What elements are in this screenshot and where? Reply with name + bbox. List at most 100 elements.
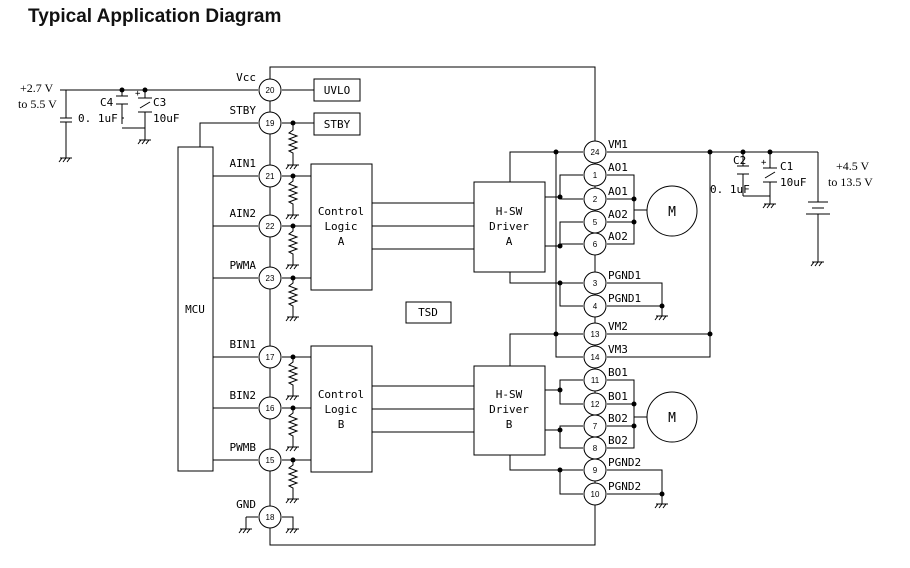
c3-value: 10uF (153, 112, 180, 125)
pin-label: STBY (230, 104, 257, 117)
c4-value: 0. 1uF (78, 112, 118, 125)
pin-circle (583, 368, 607, 392)
tsd-label: TSD (418, 306, 438, 319)
pin-circle (258, 448, 282, 472)
pin-number: 1 (593, 171, 598, 180)
pin-number: 13 (591, 330, 600, 339)
pin-label: VM2 (608, 320, 628, 333)
c4-label: C4 (100, 96, 114, 109)
pin-number: 8 (593, 444, 598, 453)
logic-a-line1: Control (318, 205, 364, 218)
pin-label: BIN1 (230, 338, 257, 351)
stby-block-label: STBY (324, 118, 351, 131)
pin-circle (258, 505, 282, 529)
pin-label: PGND1 (608, 292, 641, 305)
page-title: Typical Application Diagram (28, 6, 282, 27)
pin-circle (258, 214, 282, 238)
pin-label: PGND2 (608, 480, 641, 493)
c3-label: C3 (153, 96, 166, 109)
pin-circle (583, 232, 607, 256)
uvlo-label: UVLO (324, 84, 351, 97)
pin-label: VM3 (608, 343, 628, 356)
pin-circle (583, 163, 607, 187)
logic-b-line1: Control (318, 388, 364, 401)
pin-number: 5 (593, 218, 598, 227)
pin-circle (258, 266, 282, 290)
driver-a-line2: Driver (489, 220, 529, 233)
supply-right-voltage: +4.5 V (836, 159, 870, 173)
pin-circle (258, 345, 282, 369)
c1-value: 10uF (780, 176, 807, 189)
pin-label: AO2 (608, 230, 628, 243)
pin-number: 14 (591, 353, 600, 362)
c2-label: C2 (733, 154, 746, 167)
pin-number: 10 (591, 490, 600, 499)
pin-number: 22 (266, 222, 275, 231)
pin-label: AIN1 (230, 157, 257, 170)
c1-plus: + (761, 158, 767, 168)
pin-circle (583, 482, 607, 506)
pin-label: PWMB (230, 441, 257, 454)
pin-circle (583, 345, 607, 369)
motor-b-label: M (668, 411, 676, 426)
pin-label: PGND2 (608, 456, 641, 469)
pin-number: 9 (593, 466, 598, 475)
junction-dots (119, 87, 773, 497)
pin-label: BO2 (608, 434, 628, 447)
ground-symbols (58, 139, 824, 534)
pin-number: 20 (266, 86, 275, 95)
pin-label: PWMA (230, 259, 257, 272)
pin-circle (583, 187, 607, 211)
pin-number: 15 (266, 456, 275, 465)
pin-number: 17 (266, 353, 275, 362)
supply-left-range: to 5.5 V (18, 97, 57, 111)
pin-number: 18 (266, 513, 275, 522)
control-logic-a (310, 163, 373, 291)
mcu-block (177, 146, 214, 472)
motor-b (646, 391, 698, 443)
pin-label: AO2 (608, 208, 628, 221)
pin-label: Vcc (236, 71, 256, 84)
pin-number: 23 (266, 274, 275, 283)
pin-circle (583, 271, 607, 295)
logic-b-line2: Logic (324, 403, 357, 416)
stby-block (313, 112, 361, 136)
pin-circle (583, 294, 607, 318)
logic-b-line3: B (338, 418, 345, 431)
pin-number: 4 (593, 302, 598, 311)
driver-b-line2: Driver (489, 403, 529, 416)
pin-number: 11 (591, 376, 600, 385)
pin-label: VM1 (608, 138, 628, 151)
pin-number: 7 (593, 422, 598, 431)
driver-a-line1: H-SW (496, 205, 523, 218)
c3-plus: + (135, 89, 141, 99)
pin-number: 6 (593, 240, 598, 249)
c1-label: C1 (780, 160, 793, 173)
pin-label: AO1 (608, 161, 628, 174)
pin-circle (583, 140, 607, 164)
pin-circle (258, 164, 282, 188)
supply-left-voltage: +2.7 V (20, 81, 54, 95)
pin-circle (583, 322, 607, 346)
pin-number: 19 (266, 119, 275, 128)
right-pin-group: 24VM11AO12AO15AO26AO23PGND14PGND113VM214… (583, 138, 641, 506)
mcu-label: MCU (185, 303, 205, 316)
motor-a (646, 185, 698, 237)
pin-circle (258, 396, 282, 420)
driver-b-line1: H-SW (496, 388, 523, 401)
tsd-block (405, 301, 452, 324)
pin-circle (258, 78, 282, 102)
pin-number: 21 (266, 172, 275, 181)
pin-label: PGND1 (608, 269, 641, 282)
pin-label: AO1 (608, 185, 628, 198)
pin-label: BO1 (608, 366, 628, 379)
logic-a-line3: A (338, 235, 345, 248)
driver-a (473, 181, 546, 273)
driver-b (473, 365, 546, 456)
pin-label: BIN2 (230, 389, 257, 402)
pulldown-resistors (287, 123, 299, 499)
pin-number: 16 (266, 404, 275, 413)
pin-number: 2 (593, 195, 598, 204)
supply-right-range: to 13.5 V (828, 175, 873, 189)
